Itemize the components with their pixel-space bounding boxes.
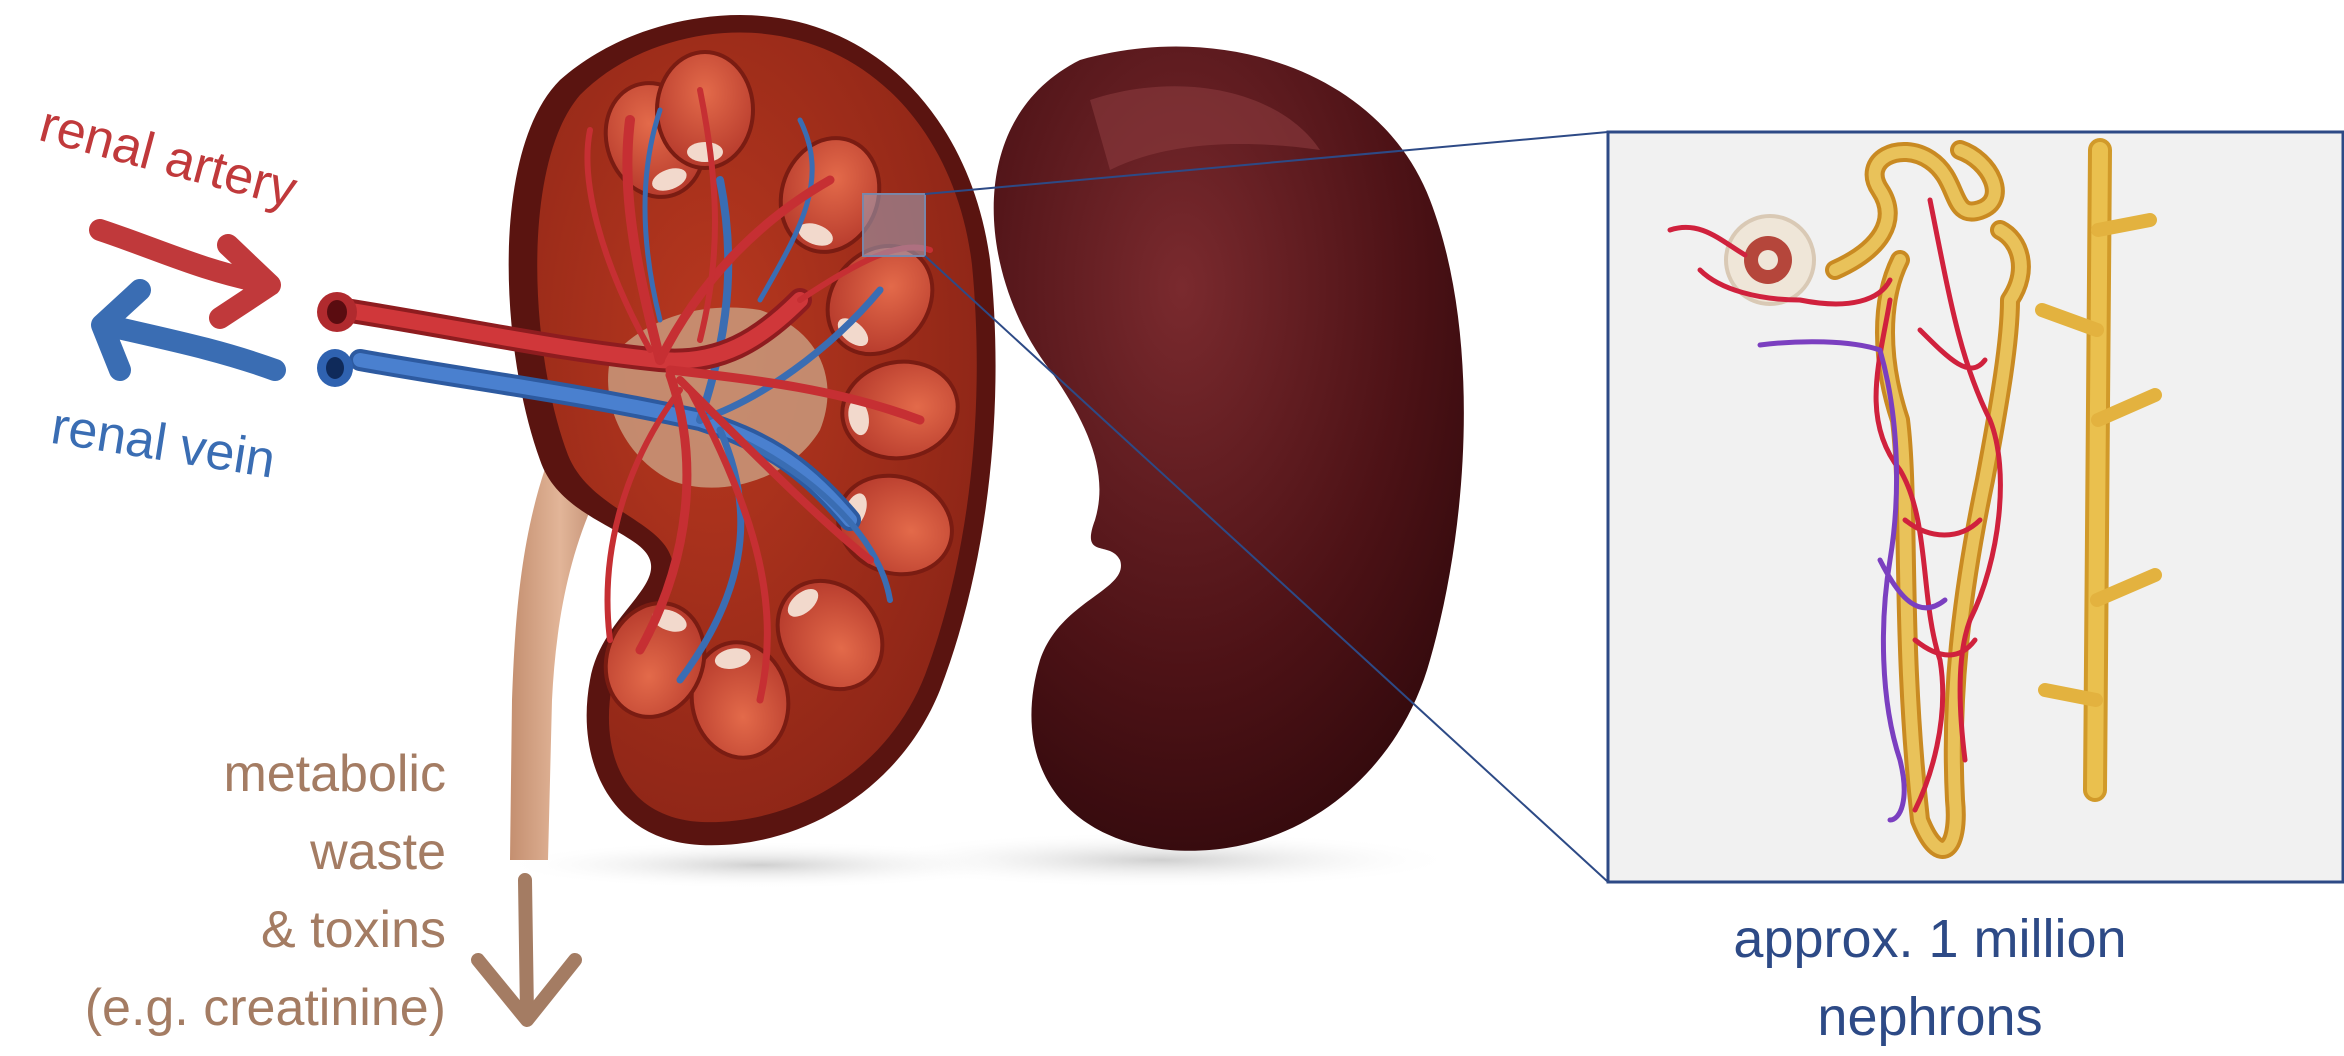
kidney-shadow bbox=[500, 841, 1020, 889]
nephron-caption-line: nephrons bbox=[1610, 978, 2250, 1056]
renal-papilla bbox=[687, 142, 723, 162]
nephron-caption-line: approx. 1 million bbox=[1610, 900, 2250, 978]
waste-line: (e.g. creatinine) bbox=[85, 969, 446, 1047]
waste-line: & toxins bbox=[85, 891, 446, 969]
waste-line: waste bbox=[85, 813, 446, 891]
renal-vein-stub bbox=[317, 349, 353, 387]
renal-artery-stub bbox=[317, 292, 357, 332]
zoom-region-box bbox=[863, 194, 925, 256]
waste-line: metabolic bbox=[85, 735, 446, 813]
arrow-down-icon bbox=[478, 880, 575, 1020]
metabolic-waste-label: metabolic waste & toxins (e.g. creatinin… bbox=[85, 735, 446, 1047]
